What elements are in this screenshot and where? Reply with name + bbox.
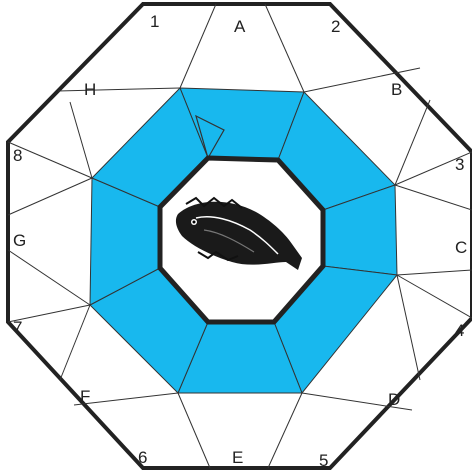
label-D: D	[388, 390, 400, 409]
label-6: 6	[138, 448, 147, 467]
label-F: F	[80, 387, 90, 406]
label-7: 7	[13, 318, 22, 337]
label-A: A	[234, 17, 246, 36]
label-4: 4	[455, 321, 464, 340]
label-B: B	[391, 80, 402, 99]
label-C: C	[455, 238, 467, 257]
label-2: 2	[331, 17, 340, 36]
label-E: E	[232, 448, 243, 467]
label-H: H	[84, 80, 96, 99]
label-5: 5	[319, 451, 328, 470]
label-1: 1	[150, 12, 159, 31]
label-3: 3	[455, 155, 464, 174]
label-G: G	[13, 231, 26, 250]
label-8: 8	[13, 146, 22, 165]
